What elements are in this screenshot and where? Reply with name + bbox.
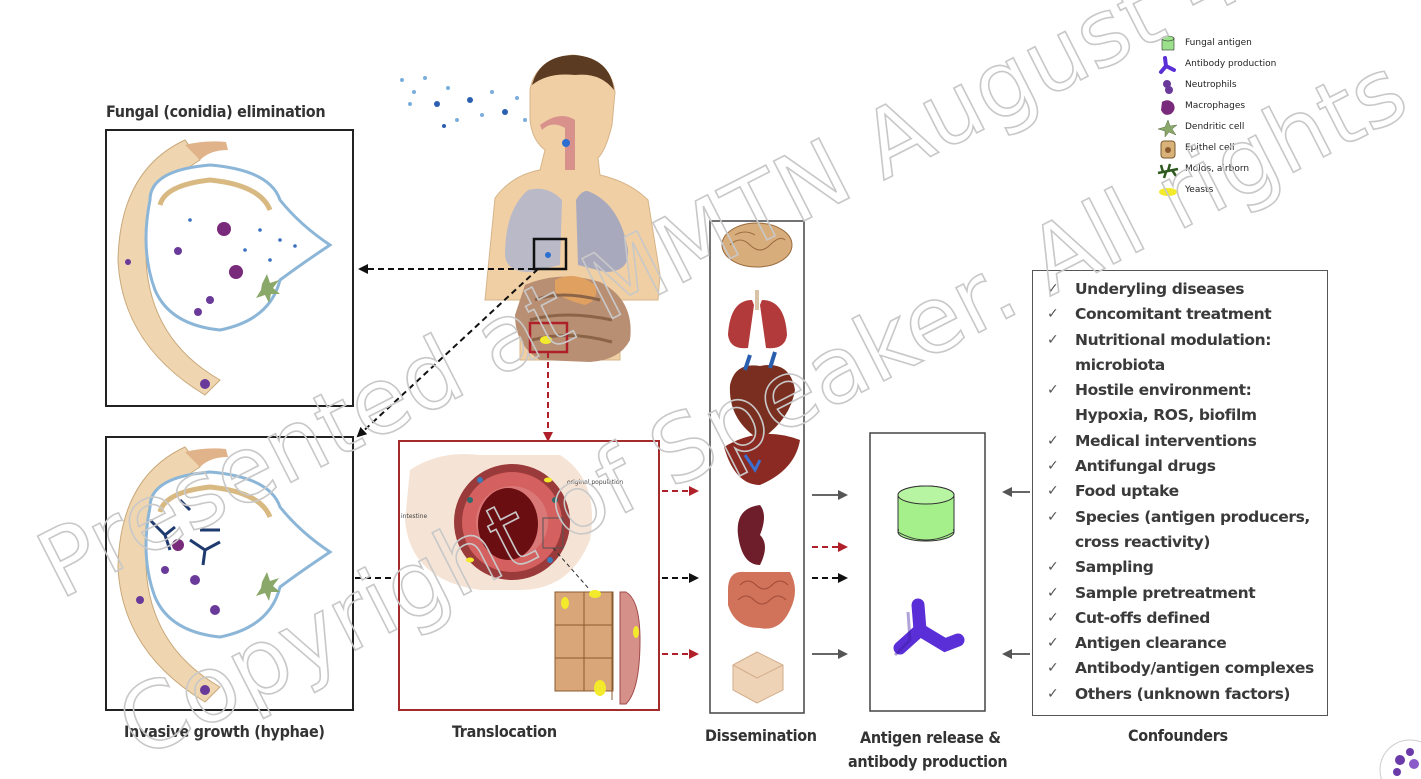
human-torso-figure (485, 55, 660, 362)
dissemination-panel (710, 221, 804, 713)
translocation-label: Translocation (452, 722, 557, 741)
confounder-text: microbiota (1075, 356, 1165, 374)
confounder-text: Hypoxia, ROS, biofilm (1075, 406, 1257, 424)
invasive-label: Invasive growth (hyphae) (124, 722, 325, 741)
confounder-item: ✓ Others (unknown factors) (1041, 682, 1314, 707)
confounder-text: Medical interventions (1075, 432, 1257, 450)
original-population-caption: original population (567, 479, 623, 486)
confounder-text: Hostile environment: (1075, 381, 1251, 399)
intestine-caption: intestine (401, 513, 427, 520)
confounder-text: Sample pretreatment (1075, 584, 1255, 602)
check-icon: ✓ (1047, 479, 1058, 504)
logo-icon (1380, 740, 1421, 779)
check-icon: ✓ (1047, 302, 1058, 327)
antigen-label-line2: antibody production (848, 752, 1007, 771)
confounder-item: ✓ Hostile environment: (1041, 378, 1314, 403)
antigen-label-line1: Antigen release & (860, 728, 1001, 747)
check-icon: ✓ (1047, 555, 1058, 580)
confounder-text: Concomitant treatment (1075, 305, 1271, 323)
check-icon: ✓ (1047, 454, 1058, 479)
legend-label: Macrophages (1185, 101, 1245, 111)
confounder-text: Antifungal drugs (1075, 457, 1216, 475)
confounder-item: ✓ Concomitant treatment (1041, 302, 1314, 327)
confounder-item: ✓ Sample pretreatment (1041, 581, 1314, 606)
confounder-text: Nutritional modulation: (1075, 331, 1271, 349)
legend-label: Yeasts (1185, 185, 1213, 195)
check-icon: ✓ (1047, 429, 1058, 454)
legend-item: Molds, airborn (1150, 160, 1290, 181)
airborne-spores (400, 76, 527, 128)
confounders-box: ✓ Underyling diseases ✓ Concomitant treatme… (1032, 270, 1328, 716)
confounder-item: ✓ Nutritional modulation: (1041, 328, 1314, 353)
check-icon: ✓ (1047, 378, 1058, 403)
legend-item: Fungal antigen (1150, 34, 1290, 55)
confounder-text: Underyling diseases (1075, 280, 1244, 298)
confounder-text: Antigen clearance (1075, 634, 1226, 652)
check-icon: ✓ (1047, 328, 1058, 353)
confounder-item: ✓ Antigen clearance (1041, 631, 1314, 656)
dissemination-label: Dissemination (705, 726, 817, 745)
legend-label: Fungal antigen (1185, 38, 1252, 48)
legend-item: Antibody production (1150, 55, 1290, 76)
fungal-antigen-cylinder-icon (898, 486, 954, 541)
check-icon: ✓ (1047, 631, 1058, 656)
legend-item: Dendritic cell (1150, 118, 1290, 139)
confounder-text: Food uptake (1075, 482, 1179, 500)
legend-label: Antibody production (1185, 59, 1276, 69)
check-icon: ✓ (1047, 505, 1058, 530)
confounder-text: Sampling (1075, 558, 1153, 576)
legend-label: Epithel cell (1185, 143, 1235, 153)
confounder-text: cross reactivity) (1075, 533, 1210, 551)
confounders-list: ✓ Underyling diseases ✓ Concomitant treatme… (1041, 277, 1314, 707)
invasive-panel (106, 437, 353, 710)
confounder-item: ✓ Food uptake (1041, 479, 1314, 504)
legend-item: Macrophages (1150, 97, 1290, 118)
confounder-item: ✓ Medical interventions (1041, 429, 1314, 454)
confounder-item: ✓ Antifungal drugs (1041, 454, 1314, 479)
brain-icon (722, 223, 792, 267)
confounder-text: Others (unknown factors) (1075, 685, 1290, 703)
confounder-item: ✓ Cut-offs defined (1041, 606, 1314, 631)
elimination-panel (106, 130, 353, 406)
confounder-item: ✓ Sampling (1041, 555, 1314, 580)
confounder-item: ✓ Species (antigen producers, (1041, 505, 1314, 530)
check-icon: ✓ (1047, 606, 1058, 631)
confounder-item: microbiota (1041, 353, 1314, 378)
check-icon: ✓ (1047, 682, 1058, 707)
legend-label: Molds, airborn (1185, 164, 1249, 174)
elimination-label: Fungal (conidia) elimination (106, 102, 325, 121)
check-icon: ✓ (1047, 277, 1058, 302)
confounder-item: ✓ Antibody/antigen complexes (1041, 656, 1314, 681)
confounder-text: Antibody/antigen complexes (1075, 659, 1314, 677)
check-icon: ✓ (1047, 656, 1058, 681)
confounder-text: Cut-offs defined (1075, 609, 1210, 627)
check-icon: ✓ (1047, 581, 1058, 606)
legend-label: Neutrophils (1185, 80, 1237, 90)
legend-item: Epithel cell (1150, 139, 1290, 160)
confounder-item: Hypoxia, ROS, biofilm (1041, 403, 1314, 428)
legend-item: Neutrophils (1150, 76, 1290, 97)
legend-label: Dendritic cell (1185, 122, 1244, 132)
confounder-item: ✓ Underyling diseases (1041, 277, 1314, 302)
confounder-text: Species (antigen producers, (1075, 508, 1310, 526)
legend-item: Yeasts (1150, 181, 1290, 202)
confounders-label: Confounders (1128, 726, 1228, 745)
confounder-item: cross reactivity) (1041, 530, 1314, 555)
antigen-panel (870, 433, 985, 711)
